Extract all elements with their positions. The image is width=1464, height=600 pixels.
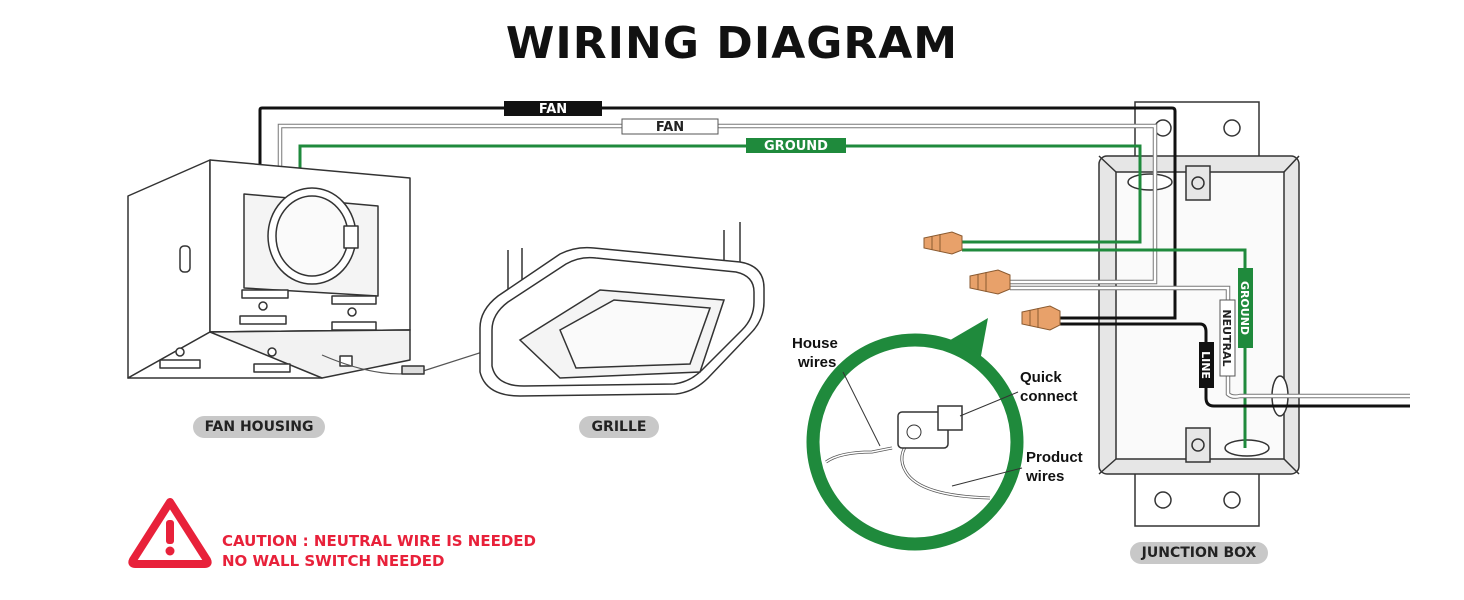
callout-product-wires-line2: wires bbox=[1025, 468, 1064, 485]
callout-product-wires: Product wires bbox=[1025, 449, 1083, 485]
label-grille: GRILLE bbox=[579, 416, 659, 438]
grille-illustration bbox=[479, 222, 765, 397]
callout-quick-connect: Quick connect bbox=[1020, 369, 1078, 405]
junction-box bbox=[1098, 101, 1300, 527]
label-junction-box: JUNCTION BOX bbox=[1130, 542, 1268, 564]
caution-line-1: CAUTION : NEUTRAL WIRE IS NEEDED bbox=[222, 532, 536, 550]
wire-house-ground bbox=[962, 248, 1247, 448]
callout-house-wires-line1: House bbox=[792, 335, 838, 352]
callout-house-wires: House wires bbox=[792, 335, 838, 371]
diagram-title: WIRING DIAGRAM bbox=[505, 18, 959, 69]
quick-connect-magnifier bbox=[806, 318, 1024, 551]
callout-quick-connect-line2: connect bbox=[1020, 388, 1078, 405]
tag-box-ground-text: GROUND bbox=[1238, 281, 1251, 335]
warning-icon bbox=[128, 498, 212, 568]
callout-product-wires-line1: Product bbox=[1026, 449, 1083, 466]
tag-box-line: LINE bbox=[1199, 342, 1214, 388]
wire-fan-white bbox=[277, 123, 1158, 285]
tag-box-line-text: LINE bbox=[1199, 351, 1212, 379]
wire-fan-black bbox=[258, 106, 1177, 320]
tag-box-ground: GROUND bbox=[1238, 268, 1253, 348]
caution-text: CAUTION : NEUTRAL WIRE IS NEEDED NO WALL… bbox=[222, 531, 536, 571]
caution-line-2: NO WALL SWITCH NEEDED bbox=[222, 552, 445, 570]
wire-nut-ground bbox=[923, 231, 963, 255]
wire-nut-line bbox=[1021, 305, 1061, 331]
tag-ground-text: GROUND bbox=[764, 139, 828, 154]
callout-house-wires-line2: wires bbox=[797, 354, 836, 371]
fan-housing-illustration bbox=[127, 159, 561, 379]
wire-house-neutral bbox=[1010, 285, 1410, 399]
callout-quick-connect-line1: Quick bbox=[1020, 369, 1062, 386]
tag-box-neutral: NEUTRAL bbox=[1219, 299, 1236, 377]
wire-nut-neutral bbox=[969, 269, 1011, 295]
tag-fan-white: FAN bbox=[621, 118, 719, 135]
wire-ground-green bbox=[298, 144, 1142, 244]
tag-box-neutral-text: NEUTRAL bbox=[1220, 309, 1233, 366]
tag-fan-black-text: FAN bbox=[539, 102, 567, 117]
tag-fan-white-text: FAN bbox=[656, 120, 684, 135]
tag-ground: GROUND bbox=[746, 138, 846, 154]
label-fan-housing: FAN HOUSING bbox=[193, 416, 325, 438]
tag-fan-black: FAN bbox=[504, 101, 602, 117]
